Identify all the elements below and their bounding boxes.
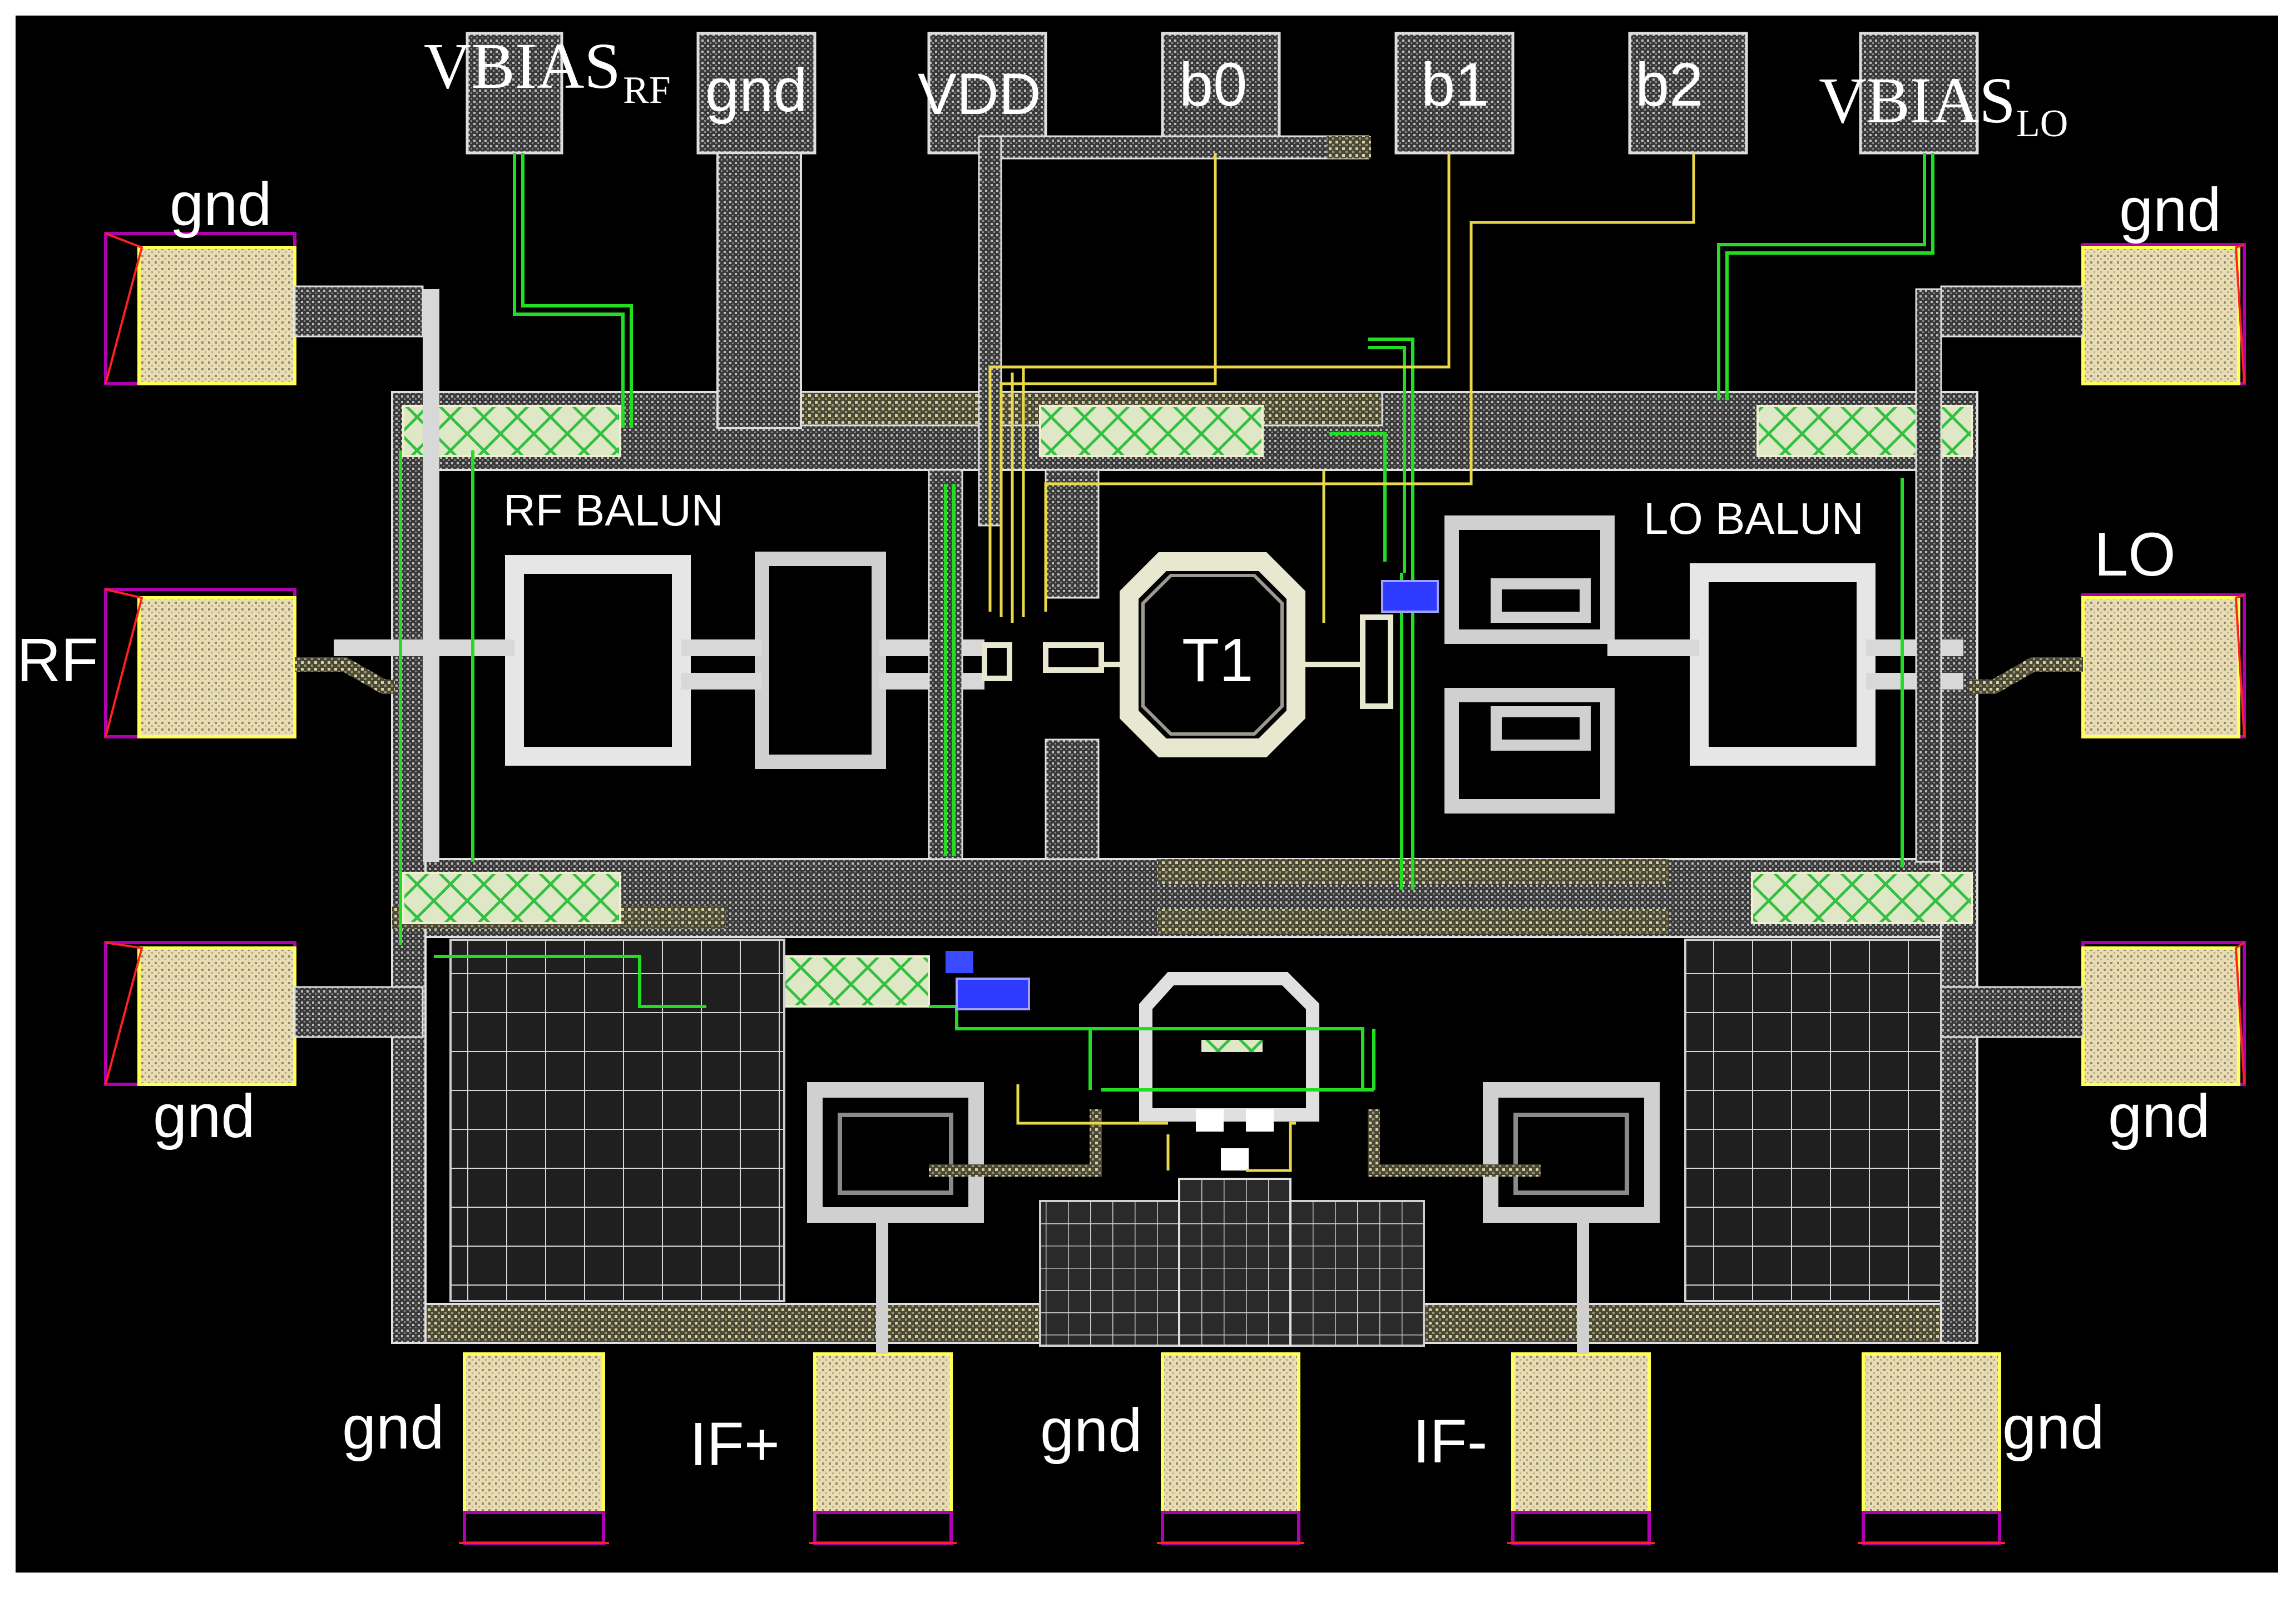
bottom-pads: [459, 1352, 2005, 1545]
vbias-rf-label: VBIAS: [424, 29, 621, 102]
lo-balun-label: LO BALUN: [1644, 494, 1864, 543]
vbias-lo-subscript: LO: [2016, 102, 2068, 145]
vbias-lo-label: VBIAS: [1819, 64, 2016, 137]
bottom-gnd-2-label: gnd: [1040, 1396, 1142, 1465]
green-routing: [399, 153, 1934, 1092]
b2-label: b2: [1635, 51, 1703, 119]
b1-label: b1: [1421, 51, 1489, 119]
ground-grids: [449, 939, 1942, 1347]
top-gnd-label: gnd: [705, 56, 808, 125]
rf-balun-label: RF BALUN: [503, 485, 724, 535]
via-blocks: [946, 580, 1439, 1010]
pad-labels: VBIAS RF gnd VDD b0 b1 b2 VBIAS LO gnd g…: [17, 29, 2221, 1479]
left-top-gnd-label: gnd: [170, 170, 272, 239]
t1-transformer: [1120, 552, 1305, 757]
if-minus-label: IF-: [1413, 1407, 1487, 1476]
top-pads: [466, 32, 1979, 429]
bottom-gnd-3-label: gnd: [2002, 1393, 2105, 1462]
left-bottom-gnd-label: gnd: [153, 1082, 255, 1150]
bottom-gnd-1-label: gnd: [342, 1393, 444, 1462]
side-pads: [104, 232, 2246, 1086]
b0-label: b0: [1179, 51, 1247, 119]
if-plus-label: IF+: [690, 1410, 780, 1479]
vdd-label: VDD: [918, 62, 1041, 127]
rf-port-label: RF: [17, 626, 98, 695]
lo-balun-structure: [1444, 515, 1963, 814]
t1-label: T1: [1182, 626, 1253, 695]
vbias-rf-subscript: RF: [623, 69, 671, 112]
ground-ring: [391, 391, 1978, 1344]
transistor-cluster: [982, 614, 1393, 709]
if-transformer-core: [807, 972, 1660, 1354]
yellow-routing: [988, 153, 1695, 1172]
right-bottom-gnd-label: gnd: [2108, 1082, 2210, 1150]
right-top-gnd-label: gnd: [2119, 176, 2221, 244]
lo-port-label: LO: [2094, 520, 2176, 589]
